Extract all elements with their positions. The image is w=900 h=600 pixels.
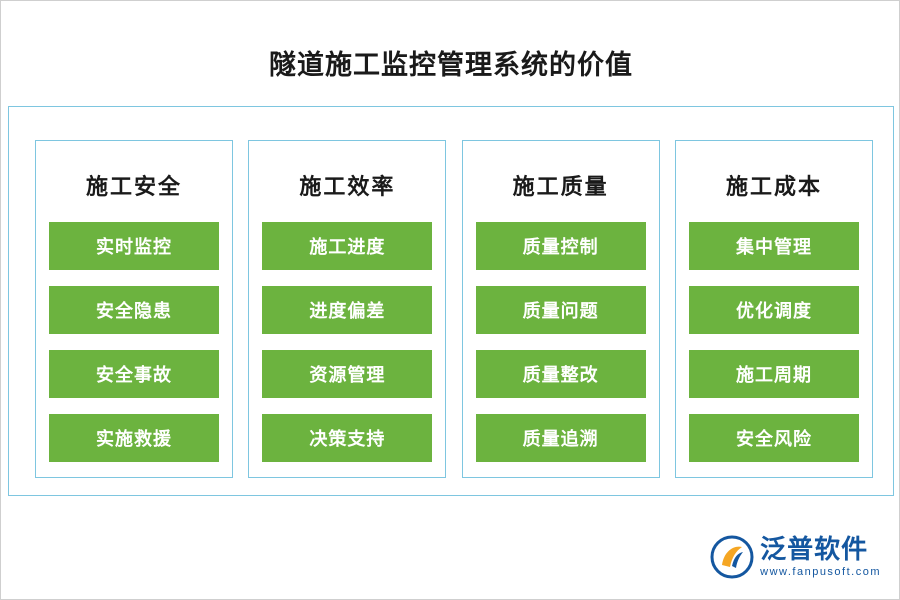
logo-mark-icon — [710, 535, 754, 579]
list-item[interactable]: 质量追溯 — [475, 414, 646, 462]
company-logo: 泛普软件 www.fanpusoft.com — [710, 531, 881, 583]
column-title: 施工安全 — [85, 174, 182, 199]
column-title: 施工效率 — [299, 174, 396, 199]
list-item[interactable]: 质量问题 — [475, 286, 646, 334]
column-construction-cost: 施工成本 集中管理 优化调度 施工周期 安全风险 — [674, 140, 873, 478]
column-construction-safety: 施工安全 实时监控 安全隐患 安全事故 实施救援 — [35, 140, 233, 478]
list-item[interactable]: 资源管理 — [262, 350, 433, 398]
list-item[interactable]: 集中管理 — [688, 222, 859, 270]
list-item[interactable]: 实时监控 — [49, 222, 219, 270]
list-item[interactable]: 质量控制 — [475, 222, 646, 270]
page-title: 隧道施工监控管理系统的价值 — [269, 50, 633, 80]
list-item[interactable]: 施工进度 — [262, 222, 433, 270]
list-item[interactable]: 质量整改 — [475, 350, 646, 398]
column-title: 施工成本 — [725, 174, 822, 199]
list-item[interactable]: 施工周期 — [688, 350, 859, 398]
column-construction-efficiency: 施工效率 施工进度 进度偏差 资源管理 决策支持 — [248, 140, 447, 478]
list-item[interactable]: 实施救援 — [49, 414, 219, 462]
list-item[interactable]: 安全隐患 — [49, 286, 219, 334]
list-item[interactable]: 安全事故 — [49, 350, 219, 398]
list-item[interactable]: 决策支持 — [262, 414, 433, 462]
columns-container: 施工安全 实时监控 安全隐患 安全事故 实施救援 施工效率 施工进度 进度偏差 … — [35, 140, 873, 478]
list-item[interactable]: 进度偏差 — [262, 286, 433, 334]
diagram-outer-frame: 施工安全 实时监控 安全隐患 安全事故 实施救援 施工效率 施工进度 进度偏差 … — [8, 106, 894, 496]
list-item[interactable]: 优化调度 — [688, 286, 859, 334]
logo-name-cn: 泛普软件 — [760, 534, 869, 565]
column-title: 施工质量 — [512, 174, 609, 199]
logo-text: 泛普软件 www.fanpusoft.com — [760, 534, 881, 578]
list-item[interactable]: 安全风险 — [688, 414, 859, 462]
column-construction-quality: 施工质量 质量控制 质量问题 质量整改 质量追溯 — [461, 140, 660, 478]
logo-name-en: www.fanpusoft.com — [760, 565, 881, 578]
